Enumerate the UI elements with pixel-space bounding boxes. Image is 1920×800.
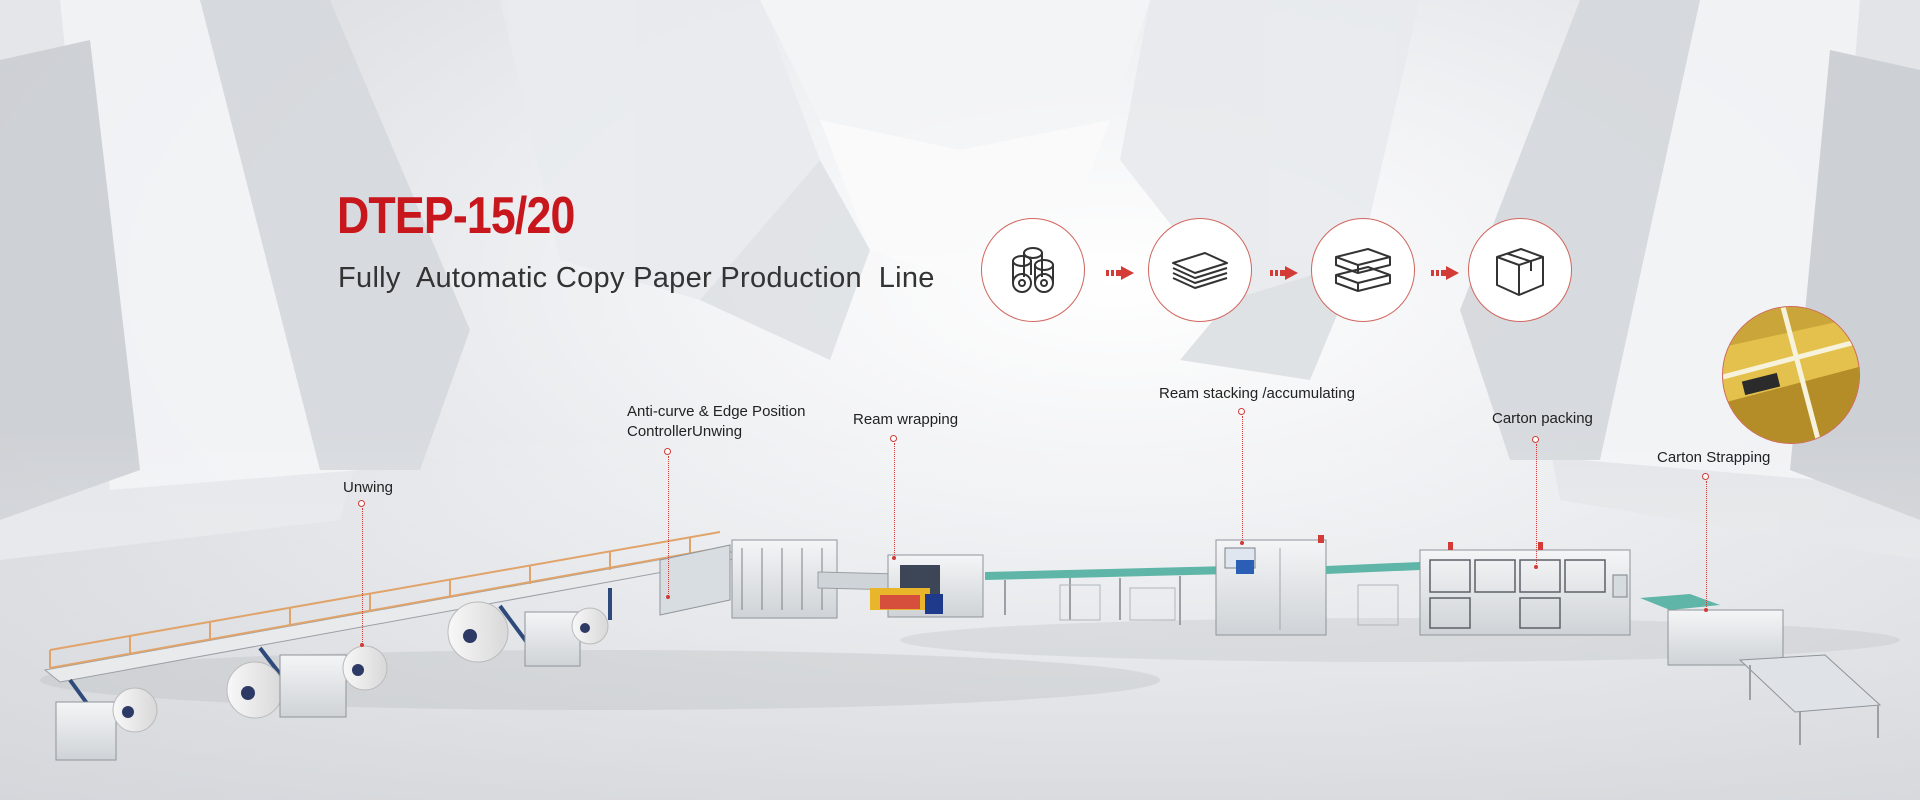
callout-carton-packing: Carton packing: [1492, 410, 1593, 427]
callout-pin: [1238, 408, 1246, 545]
callout-unwing: Unwing: [343, 479, 394, 496]
callout-ream-stacking: Ream stacking /accumulating: [1159, 385, 1355, 402]
process-step-sheets: [1148, 218, 1252, 322]
callout-anti-curve-line2: ControllerUnwing: [627, 423, 743, 440]
paper-sheets-icon: [1172, 252, 1228, 289]
carton-detail-inset: [1722, 306, 1860, 444]
process-step-rolls: [981, 218, 1085, 322]
product-model-title: DTEP-15/20: [337, 187, 575, 245]
paper-rolls-icon: [1012, 247, 1054, 293]
process-step-reams: [1311, 218, 1415, 322]
callout-pin: [1532, 436, 1540, 569]
process-step-carton: [1468, 218, 1572, 322]
callout-ream-wrapping: Ream wrapping: [853, 411, 959, 428]
flow-arrow-icon: [1106, 266, 1134, 280]
callout-pin: [890, 435, 898, 560]
callout-anti-curve-line1: Anti-curve & Edge Position: [627, 403, 806, 420]
callout-pin: [664, 448, 672, 599]
strapped-carton-image: [1723, 307, 1859, 443]
product-tagline: Fully Automatic Copy Paper Production Li…: [338, 262, 935, 294]
flow-arrow-icon: [1431, 266, 1459, 280]
flow-arrow-icon: [1270, 266, 1298, 280]
callout-carton-strapping: Carton Strapping: [1657, 449, 1771, 466]
callout-pin: [1702, 473, 1710, 612]
paper-reams-icon: [1335, 248, 1391, 292]
carton-box-icon: [1496, 248, 1544, 296]
callout-pin: [358, 500, 366, 647]
callout-anti-curve: Anti-curve & Edge Position ControllerUnw…: [627, 402, 805, 442]
